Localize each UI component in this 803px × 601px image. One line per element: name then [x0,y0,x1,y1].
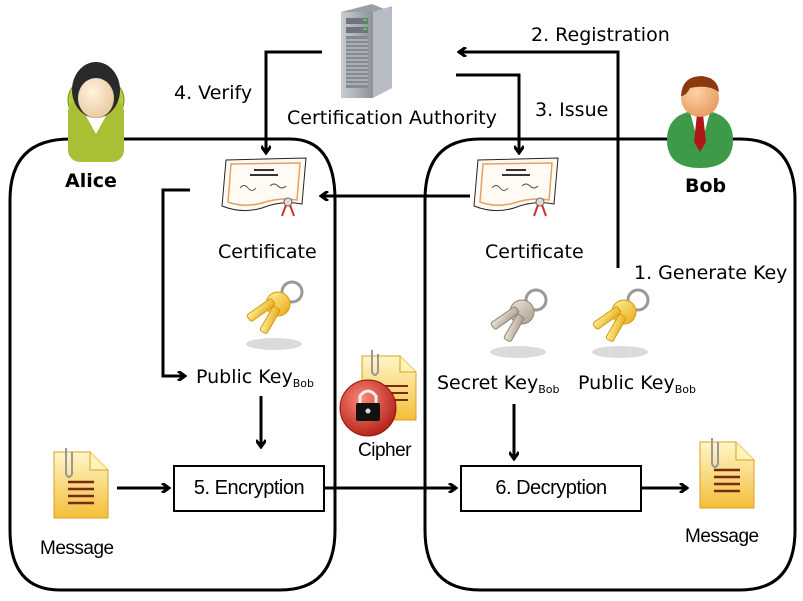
cipher-lock-icon [339,350,417,437]
bob-region [423,137,797,592]
step-registration-label: 2. Registration [531,24,670,46]
verify-arrow [266,50,322,152]
bob-label: Bob [685,175,727,197]
public-key-text: Public Key [196,366,293,388]
certificate-label-bob: Certificate [485,241,584,263]
message-icon [53,448,109,519]
public-key-label-alice: Public KeyBob [196,366,314,390]
secret-key-subscript: Bob [538,383,560,396]
message-icon [699,438,755,509]
public-key-text: Public Key [578,372,675,394]
certificate-icon [473,157,559,217]
server-icon [341,4,392,98]
step-verify-label: 4. Verify [174,82,253,104]
decryption-step-box: 6. Decryption [460,465,642,512]
secret-key-icon [490,288,548,358]
public-key-subscript: Bob [292,377,314,390]
public-key-icon [592,288,650,358]
public-key-icon [246,280,304,350]
certificate-label-alice: Certificate [218,241,317,263]
encryption-step-box: 5. Encryption [173,465,325,512]
public-key-subscript: Bob [674,383,696,396]
alice-region [8,137,337,592]
issue-arrow [456,73,519,152]
cipher-label: Cipher [358,440,411,461]
public-key-label-bob: Public KeyBob [578,372,696,396]
bob-avatar [667,76,733,168]
extract-key-arrow [161,188,190,376]
step-issue-label: 3. Issue [535,99,609,121]
certificate-icon [221,157,307,217]
secret-key-text: Secret Key [437,372,539,394]
message-label-bob: Message [685,526,759,547]
step-generate-key-label: 1. Generate Key [634,262,788,284]
alice-label: Alice [65,170,117,192]
secret-key-label-bob: Secret KeyBob [437,372,560,396]
ca-label: Certification Authority [287,107,497,129]
registration-arrow [460,52,620,268]
alice-avatar [67,62,125,162]
message-label-alice: Message [40,538,114,559]
